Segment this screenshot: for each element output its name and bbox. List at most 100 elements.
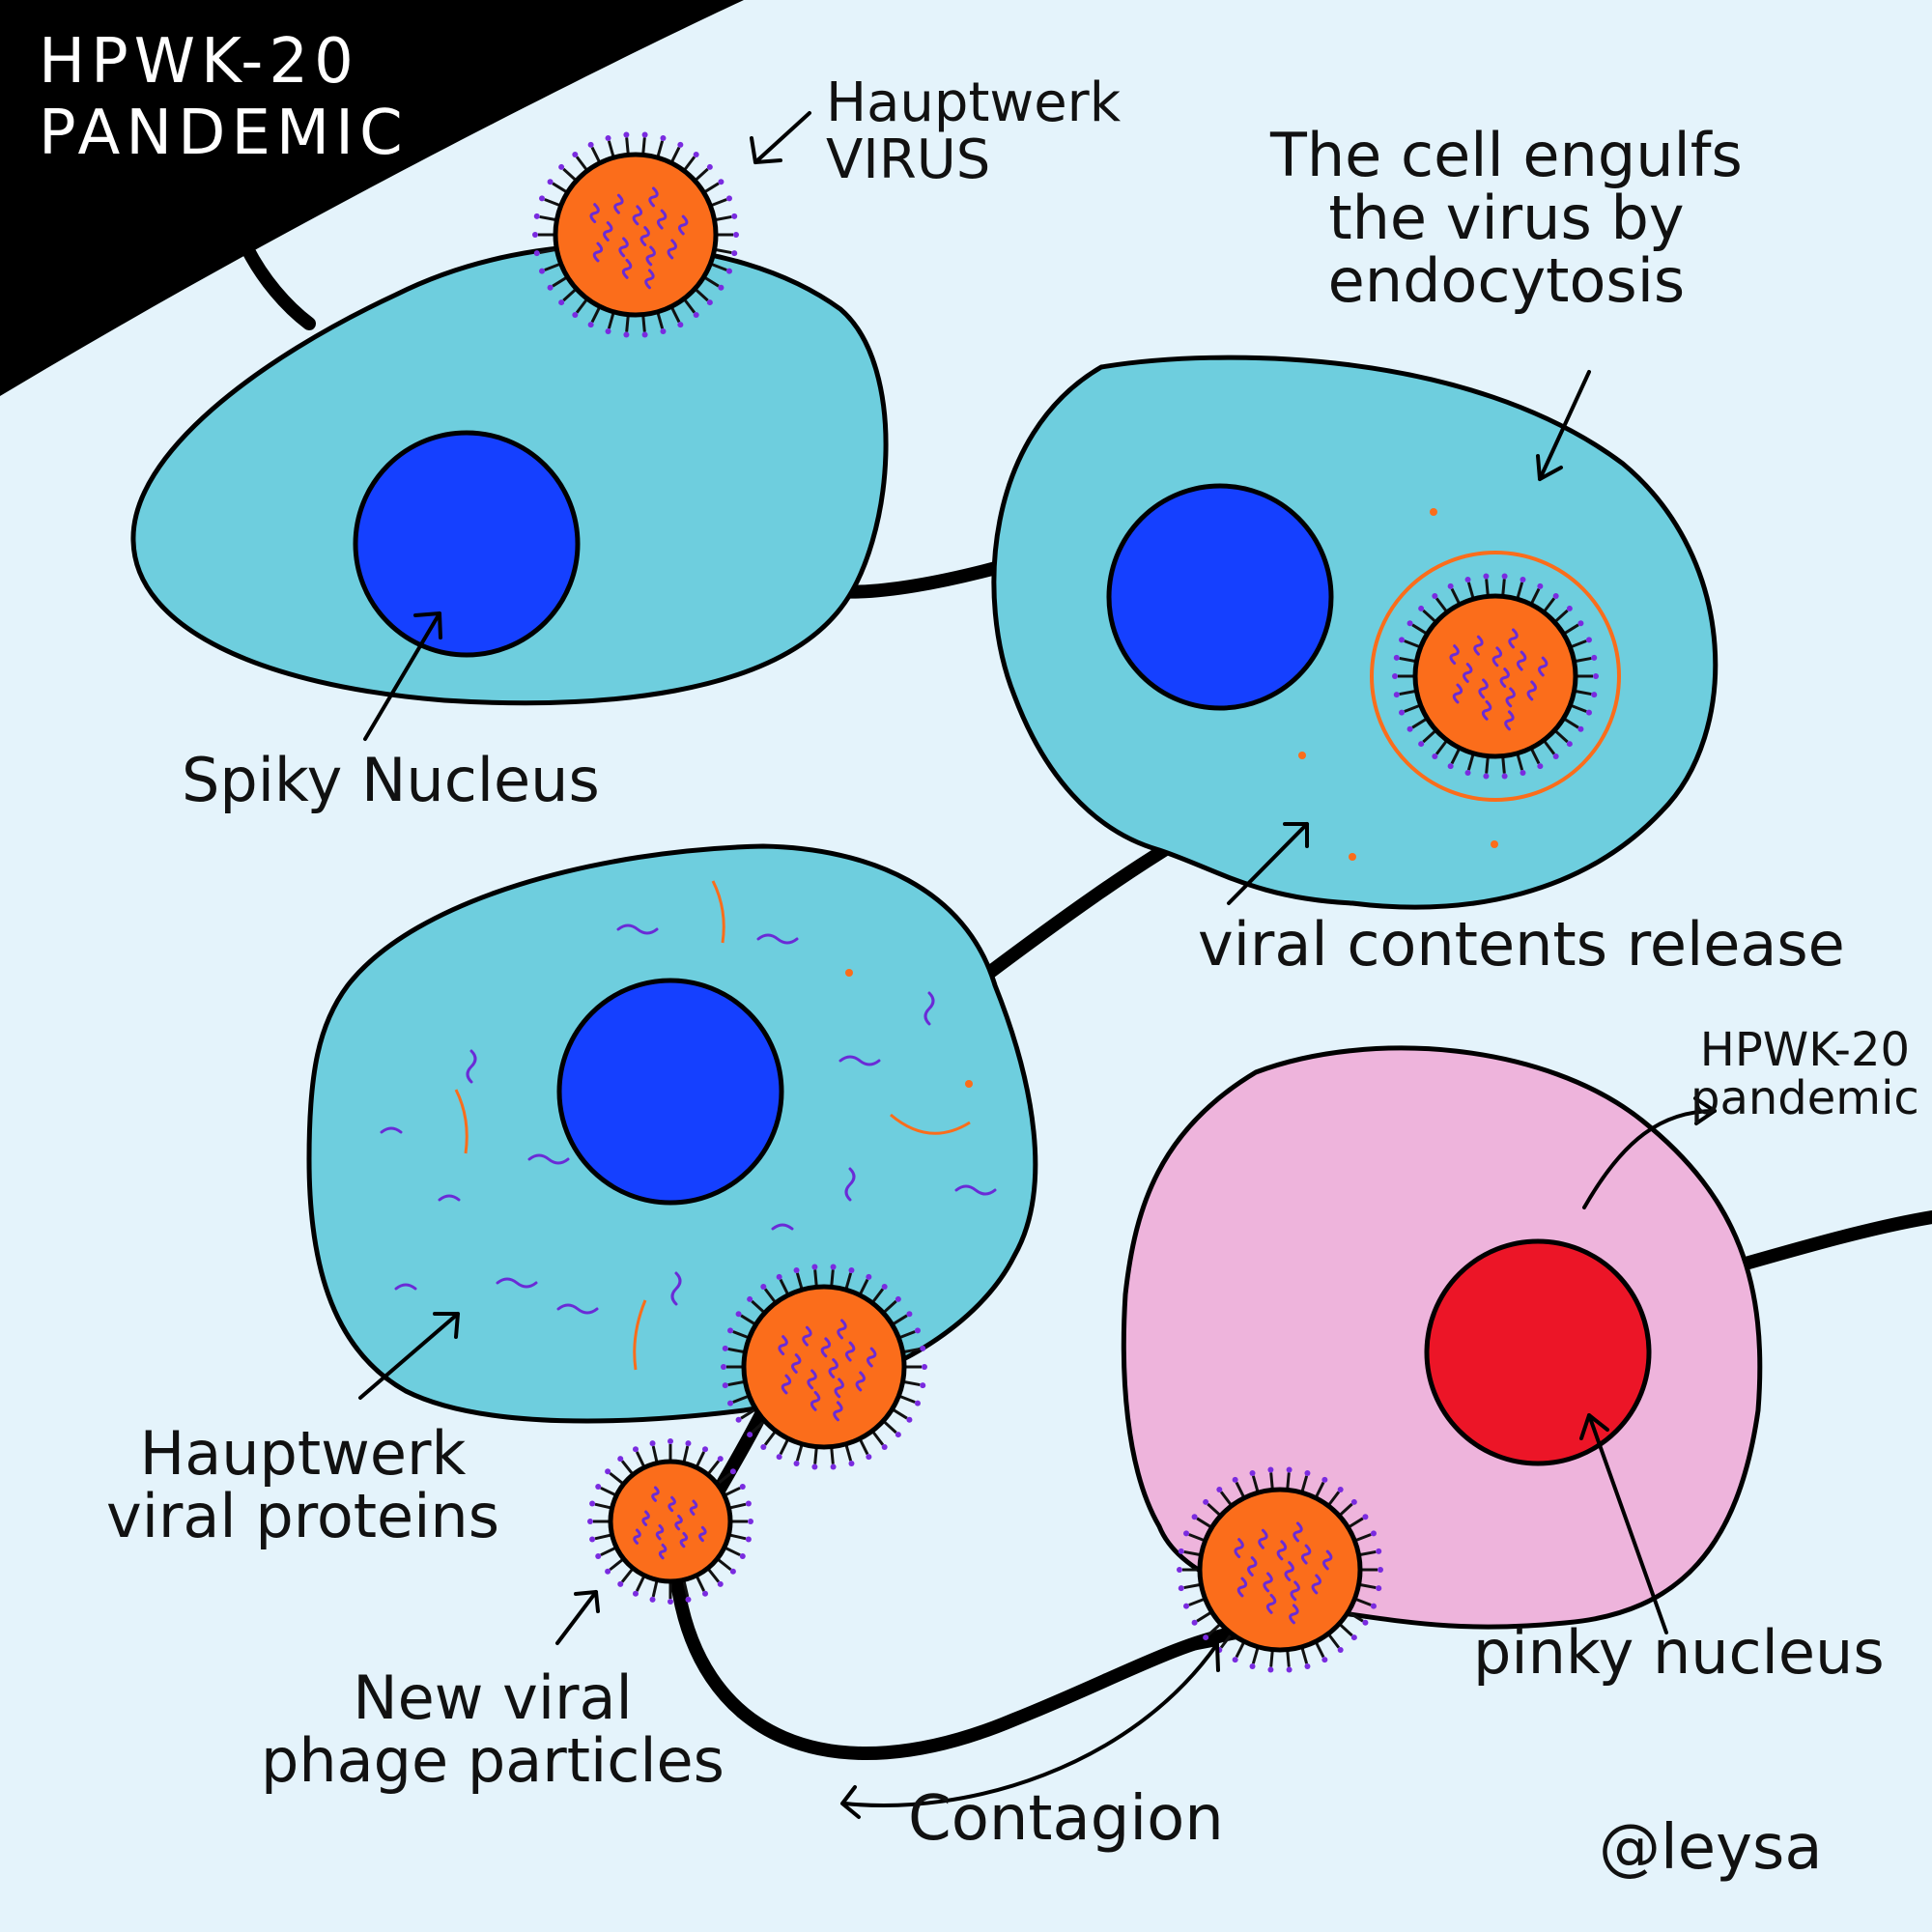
virus-spike [1422, 728, 1437, 744]
virus-spike [728, 1502, 747, 1510]
viral-rna [867, 1347, 877, 1368]
arrow-to-viral-proteins-head [433, 1312, 460, 1339]
virus-spike-tip [717, 1456, 724, 1463]
signature: @leysa [1599, 1812, 1823, 1884]
virus-spike-tip [623, 331, 630, 338]
virus-spike-tip [747, 1432, 753, 1438]
virus-spike-tip [1566, 741, 1573, 748]
virus-spike-tip [748, 1519, 753, 1524]
virus-spike-tip [587, 141, 594, 148]
virus-spike [1286, 1649, 1291, 1667]
virus-spike [1485, 579, 1490, 597]
new-phage-particle [587, 1438, 753, 1605]
viral-rna [621, 258, 633, 279]
virus-spike-tip [1321, 1657, 1328, 1663]
virus-spike-tip [1552, 593, 1559, 600]
virus-spike-tip [660, 328, 667, 335]
virus-spike-tip [731, 250, 738, 257]
viral-rna [633, 1528, 641, 1545]
virus-spike [656, 140, 665, 158]
virus-spike-tip [727, 1327, 734, 1334]
virus-spike-tip [1321, 1476, 1328, 1483]
viral-rna [678, 214, 689, 236]
arrow-to-virus [753, 111, 811, 164]
virus-spike-tip [1249, 1663, 1256, 1670]
virus-spike [728, 1533, 747, 1541]
virus-spike [1411, 717, 1429, 729]
virus-spike [656, 311, 665, 329]
virus-spike-tip [533, 213, 540, 219]
virus-spike-tip [1447, 582, 1454, 589]
virus-spike [763, 1288, 778, 1304]
viral-rna [1300, 1544, 1312, 1565]
viral-rna [828, 1358, 838, 1378]
virus-spike-tip [572, 152, 579, 158]
viral-rna [689, 1499, 698, 1516]
label-viral-proteins: Hauptwerk viral proteins [106, 1418, 500, 1552]
virus-spike [694, 167, 709, 183]
virus-spike-tip [745, 1500, 752, 1507]
virus-spike-tip [1183, 1603, 1190, 1609]
virus-spike [714, 214, 732, 222]
virus-spike [1286, 1472, 1291, 1491]
virus-spike [870, 1288, 885, 1304]
virus-spike [724, 1546, 741, 1557]
virus-spike-tip [693, 152, 699, 158]
viral-rna [1290, 1580, 1300, 1602]
virus-spike [1358, 1549, 1377, 1557]
viral-rna [791, 1353, 802, 1374]
viral-rna [1504, 710, 1515, 731]
virus-spike-tip [1577, 620, 1584, 627]
virus-spike [1562, 717, 1579, 729]
virus-spike-tip [1370, 1603, 1377, 1609]
virus-spike [1466, 582, 1475, 600]
virus-spike-tip [1393, 692, 1400, 698]
viral-rna [1492, 646, 1503, 668]
virus-spike [1347, 1517, 1364, 1529]
virus-spike-tip [1537, 763, 1544, 770]
virus-spike [1529, 747, 1541, 765]
virus-spike [844, 1443, 853, 1462]
virus-spike [1326, 1633, 1341, 1649]
virus-spike-tip [747, 1295, 753, 1302]
virus-spike [641, 137, 646, 156]
virus-spike [1485, 755, 1490, 774]
virus-spike-tip [739, 1553, 746, 1560]
virus-spike-tip [693, 311, 699, 318]
budding-virus-large [721, 1264, 927, 1470]
viral-protein-fragments [380, 923, 997, 1315]
viral-rna [618, 237, 629, 258]
viral-rna [855, 1371, 866, 1392]
virus-spike [695, 1451, 706, 1468]
virus-spike-tip [558, 299, 565, 306]
viral-rna [667, 239, 677, 260]
cell2-nucleus [1106, 483, 1334, 711]
viral-rna [1516, 650, 1527, 671]
viral-rna [632, 205, 643, 226]
label-endocytosis: The cell engulfs the virus by endocytosi… [1270, 120, 1743, 317]
virus-spike-tip [623, 131, 630, 138]
virus-spike [1529, 587, 1541, 606]
viral-rna [1311, 1574, 1321, 1595]
virus-spike [1542, 597, 1556, 613]
spiky-nucleus [353, 430, 581, 658]
virus-spike [1300, 1475, 1309, 1493]
virus-spike [714, 247, 732, 255]
arrow-to-viral-proteins [358, 1312, 460, 1400]
viral-rna [651, 1486, 660, 1502]
viral-rna [1499, 668, 1510, 688]
virus-spike-tip [641, 331, 648, 338]
virus-spike [1219, 1633, 1234, 1649]
virus-spike-tip [1376, 1585, 1382, 1592]
virus-spike [544, 262, 562, 271]
virus-spike [1399, 656, 1417, 664]
virus-spike [727, 1379, 746, 1387]
virus-spike-tip [572, 311, 579, 318]
virus-spike-tip [589, 1500, 596, 1507]
viral-rna [679, 1531, 689, 1548]
virus-spike [716, 1471, 732, 1486]
virus-spike-tip [731, 213, 738, 219]
virus-spike [1219, 1491, 1234, 1507]
virus-spike-tip [848, 1461, 855, 1467]
virus-spike [575, 156, 589, 172]
